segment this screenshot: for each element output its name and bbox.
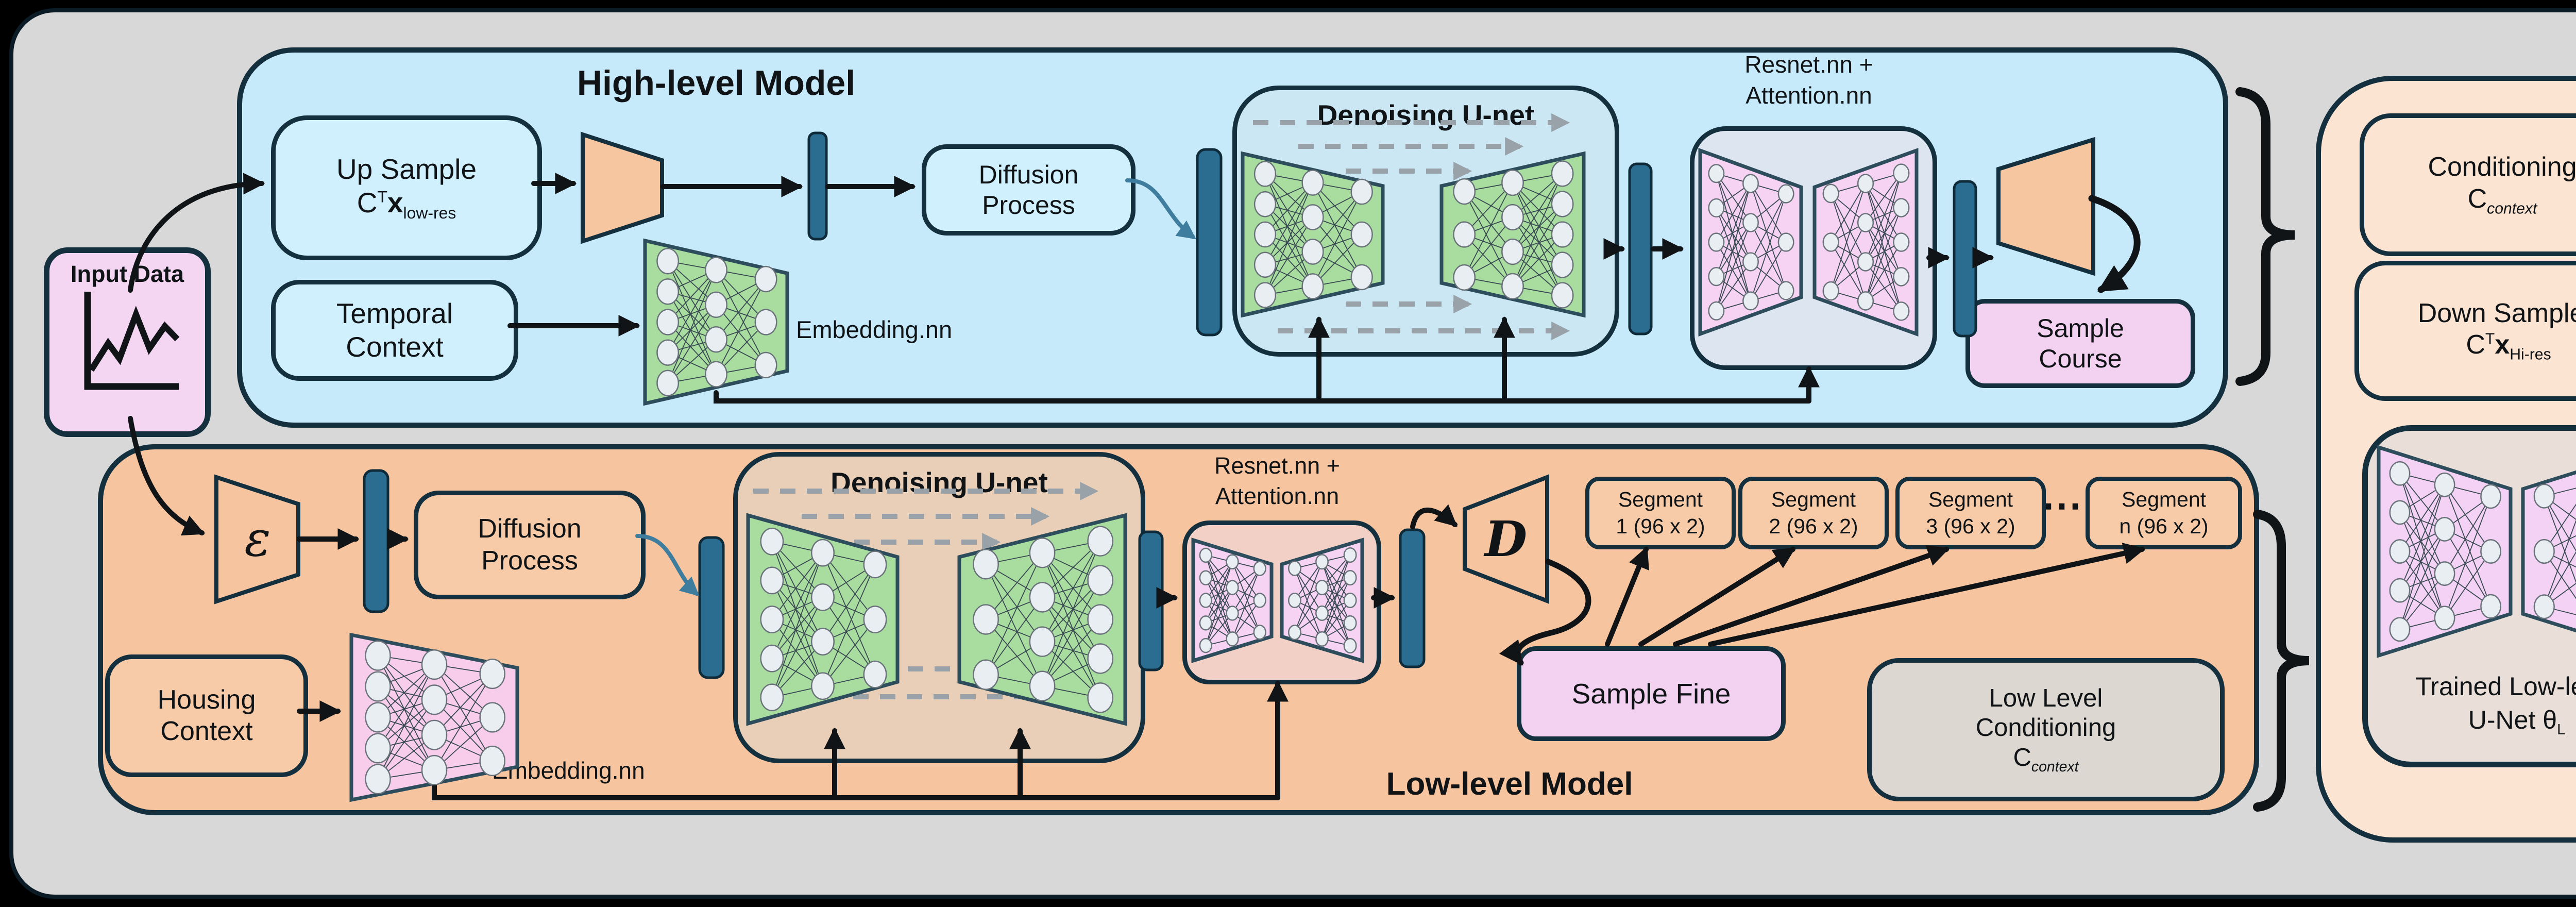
- diffusion-process-box-high: Diffusion Process: [922, 144, 1136, 236]
- diffusion-process-box-low: Diffusion Process: [414, 491, 646, 599]
- denoising-unet-title-high: Denoising U-net: [1317, 99, 1535, 131]
- decoder-symbol-low: D: [1484, 510, 1528, 568]
- trained-low-level-unet-label: Trained Low-level U-Net θL: [2415, 672, 2576, 738]
- low-level-conditioning-box: Low Level Conditioning Ccontext: [1867, 658, 2225, 801]
- denoising-unet-box-low: Denoising U-net: [733, 452, 1145, 763]
- sample-course-line2: Course: [2039, 344, 2122, 373]
- resnet-attention-label-low: Resnet.nn + Attention.nn: [1214, 452, 1340, 509]
- resnet-attention-label-high: Resnet.nn + Attention.nn: [1744, 51, 1873, 109]
- temporal-context-line1: Temporal: [336, 297, 453, 330]
- up-sample-label: Up Sample: [336, 153, 477, 186]
- sample-course-box: Sample Course: [1965, 299, 2195, 388]
- conditioning-box-gen: Conditioning Ccontext: [2360, 113, 2576, 256]
- temporal-context-box: Temporal Context: [271, 280, 518, 381]
- sample-course-line1: Sample: [2037, 313, 2124, 343]
- down-sampled-box-gen: Down Sampled CTxHi-res: [2354, 261, 2576, 401]
- diffusion-line2: Process: [982, 190, 1075, 220]
- line-chart-icon: [84, 292, 180, 390]
- input-data-box: Input Data: [44, 247, 211, 437]
- input-data-label: Input Data: [71, 261, 184, 287]
- embedding-label-low: Embedding.nn: [492, 757, 645, 784]
- embedding-label-high: Embedding.nn: [796, 316, 953, 343]
- encoder-symbol-high: ε: [609, 159, 636, 216]
- segments-ellipsis: ⋯: [2042, 482, 2082, 528]
- high-level-model-title: High-level Model: [577, 63, 856, 103]
- sample-fine-box: Sample Fine: [1517, 646, 1786, 741]
- resnet-attention-box-low: [1182, 520, 1381, 684]
- temporal-context-line2: Context: [346, 331, 444, 363]
- diffusion-line1: Diffusion: [978, 160, 1079, 189]
- resnet-attention-box-high: [1690, 126, 1937, 370]
- up-sample-formula: CTxlow-res: [357, 187, 456, 223]
- decoder-symbol-high: D: [2023, 176, 2069, 237]
- housing-context-box: Housing Context: [105, 654, 308, 777]
- denoising-unet-title-low: Denoising U-net: [831, 466, 1048, 498]
- low-level-model-title: Low-level Model: [1386, 766, 1633, 802]
- up-sample-box: Up Sample CTxlow-res: [271, 115, 542, 260]
- denoising-unet-box-high: Denoising U-net: [1232, 86, 1619, 357]
- encoder-symbol-low: ε: [244, 511, 271, 567]
